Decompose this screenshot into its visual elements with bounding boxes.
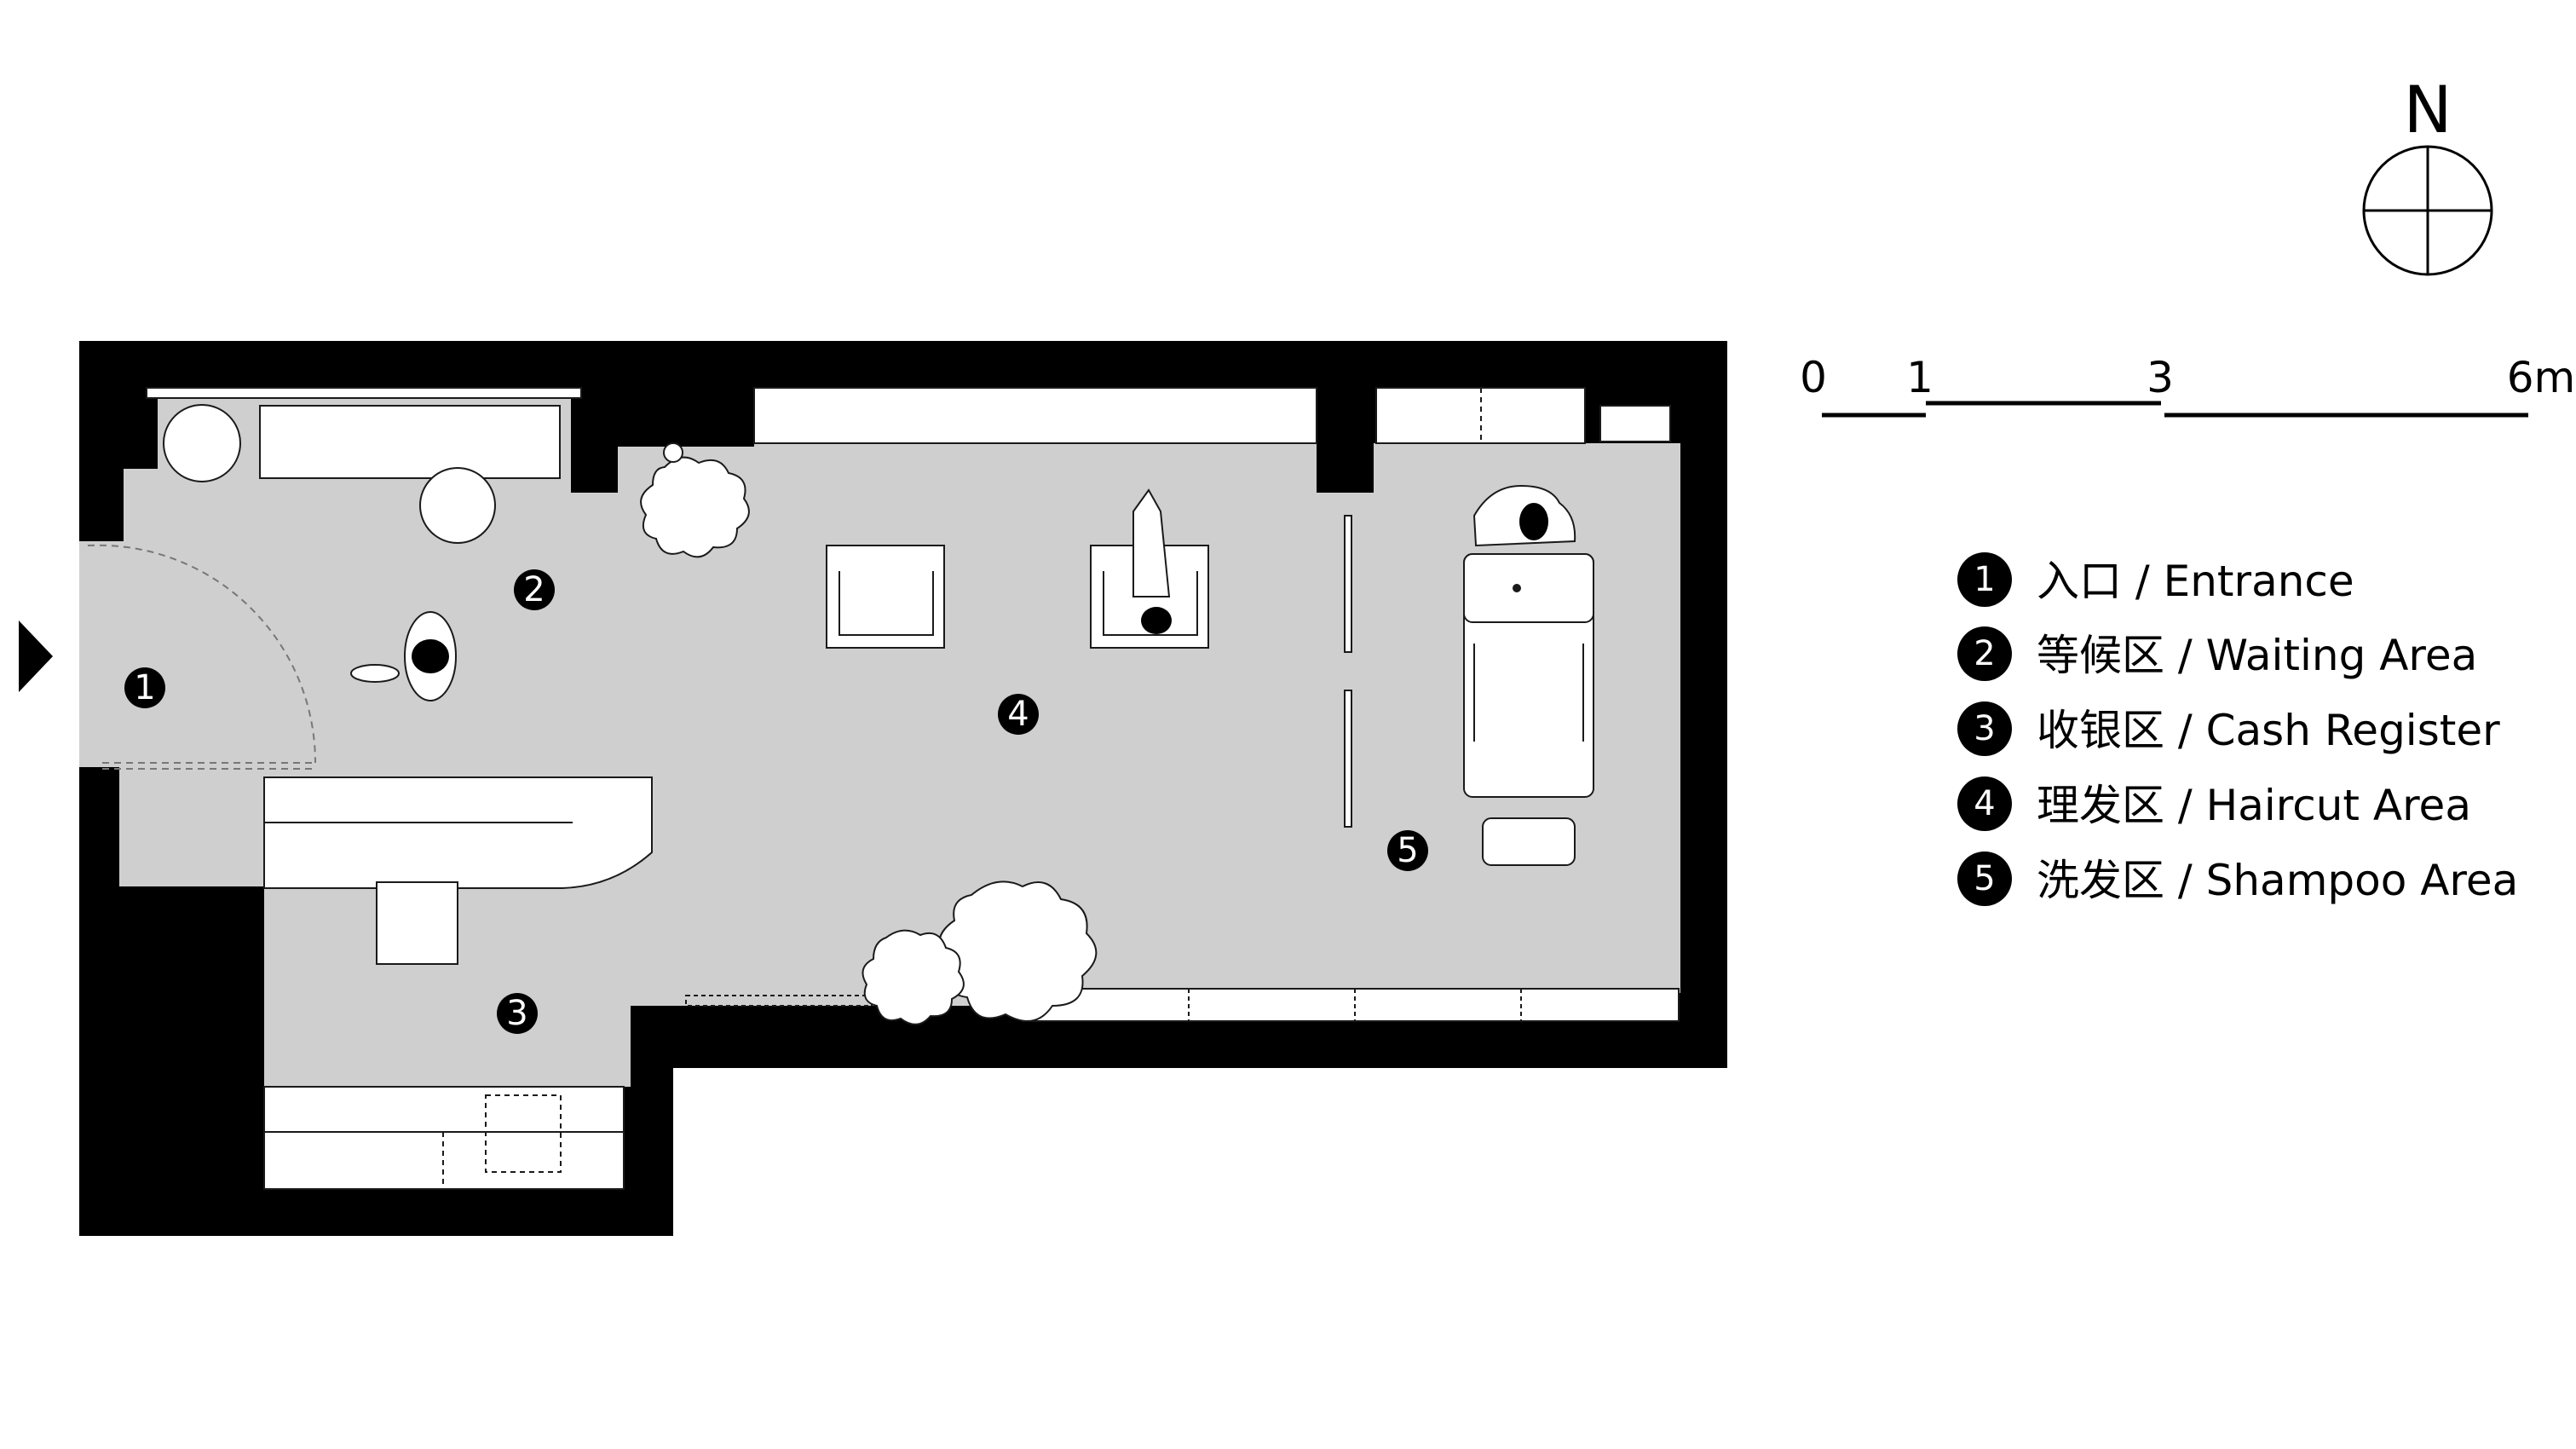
scale-tick-1: 1 — [1906, 353, 1933, 402]
person-waiting — [350, 611, 457, 701]
waiting-bench — [259, 405, 561, 479]
svg-text:2: 2 — [1974, 634, 1995, 673]
zone-marker-5: 5 — [1387, 830, 1428, 871]
bottom-wall-cabinets — [1022, 988, 1680, 1022]
waiting-shelf — [146, 387, 582, 399]
person-haircut — [1132, 488, 1172, 634]
furniture — [146, 387, 1680, 1190]
scale-tick-3: 3 — [2147, 353, 2174, 402]
floor-area — [79, 392, 1680, 1087]
svg-text:5: 5 — [1974, 859, 1995, 898]
svg-text:3: 3 — [1974, 709, 1995, 748]
svg-text:1: 1 — [134, 668, 155, 707]
legend-item-cash-register: 3 收银区 / Cash Register — [1957, 701, 2500, 756]
scale-bar: 0 1 3 6m — [1800, 353, 2576, 418]
round-side-table — [163, 404, 241, 482]
zone-marker-2: 2 — [514, 569, 555, 610]
svg-text:等候区 / Waiting Area: 等候区 / Waiting Area — [2037, 631, 2477, 680]
svg-text:2: 2 — [523, 570, 545, 609]
svg-text:3: 3 — [506, 994, 527, 1033]
svg-text:洗发区 / Shampoo Area: 洗发区 / Shampoo Area — [2037, 856, 2518, 905]
svg-text:收银区 / Cash Register: 收银区 / Cash Register — [2037, 706, 2500, 755]
svg-text:理发区 / Haircut Area: 理发区 / Haircut Area — [2037, 781, 2471, 830]
zone-marker-1: 1 — [124, 667, 165, 708]
svg-text:4: 4 — [1007, 695, 1029, 734]
legend: 1 入口 / Entrance 2 等候区 / Waiting Area 3 收… — [1957, 552, 2518, 906]
svg-text:入口 / Entrance: 入口 / Entrance — [2037, 557, 2354, 606]
mirror-partitions — [1344, 515, 1352, 828]
legend-item-shampoo: 5 洗发区 / Shampoo Area — [1957, 852, 2518, 906]
plant-waiting — [640, 442, 750, 558]
scale-tick-6m: 6m — [2507, 353, 2576, 402]
round-coffee-table — [419, 467, 496, 544]
north-arrow: N — [2362, 72, 2493, 276]
people — [350, 484, 1576, 701]
top-wall-counter — [753, 387, 1317, 444]
register-desk — [376, 881, 458, 965]
svg-text:4: 4 — [1974, 784, 1995, 823]
entrance-arrow-icon — [19, 621, 53, 692]
entrance-door — [87, 544, 317, 770]
top-right-small-cabinet — [1599, 405, 1671, 442]
svg-text:5: 5 — [1397, 831, 1418, 870]
zone-marker-4: 4 — [998, 694, 1039, 735]
legend-item-entrance: 1 入口 / Entrance — [1957, 552, 2354, 607]
scale-tick-0: 0 — [1800, 353, 1827, 402]
shampoo-bed — [1463, 553, 1594, 866]
legend-item-haircut: 4 理发区 / Haircut Area — [1957, 776, 2471, 831]
top-right-cabinet — [1375, 387, 1586, 444]
cash-counter — [263, 776, 653, 889]
shampoo-stool — [1482, 817, 1576, 866]
legend-item-waiting: 2 等候区 / Waiting Area — [1957, 626, 2477, 681]
styling-chair-1 — [826, 545, 945, 649]
person-shampoo — [1472, 484, 1576, 547]
svg-text:1: 1 — [1974, 560, 1995, 599]
plants — [640, 442, 1098, 1025]
plant-small — [862, 929, 965, 1025]
zone-marker-3: 3 — [497, 993, 538, 1034]
north-label: N — [2404, 72, 2452, 147]
